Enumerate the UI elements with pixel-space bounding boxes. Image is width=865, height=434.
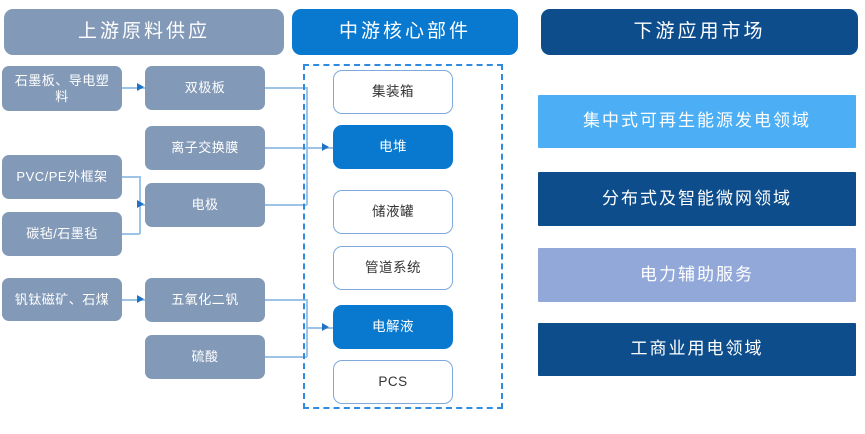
- connector-bipolar-out: [265, 87, 307, 89]
- header-downstream: 下游应用市场: [541, 9, 858, 55]
- arrowhead-bipolar: [137, 83, 144, 91]
- midstream-part-2[interactable]: 储液罐: [333, 190, 453, 234]
- upstream-component-3[interactable]: 五氧化二钒: [145, 278, 265, 322]
- upstream-component-1[interactable]: 离子交换膜: [145, 126, 265, 170]
- midstream-dashed-container: [303, 64, 503, 409]
- arrowhead-electrode: [137, 200, 144, 208]
- arrowhead-stack: [322, 143, 329, 151]
- midstream-part-1[interactable]: 电堆: [333, 125, 453, 169]
- connector-electrode-out: [265, 204, 307, 206]
- downstream-market-0[interactable]: 集中式可再生能源发电领域: [538, 95, 856, 148]
- connector-membrane-to-stack: [265, 147, 333, 149]
- midstream-part-5[interactable]: PCS: [333, 360, 453, 404]
- connector-bus-to-electrolyte: [306, 327, 333, 329]
- connector-felt-to-junction: [122, 233, 140, 235]
- connector-stack-bus-vertical: [306, 87, 308, 205]
- connector-vanadium-ore-to-v2o5: [122, 299, 145, 301]
- upstream-raw-material-0[interactable]: 石墨板、导电塑料: [2, 66, 122, 111]
- header-upstream: 上游原料供应: [4, 9, 284, 55]
- header-midstream: 中游核心部件: [292, 9, 518, 55]
- connector-pvc-to-junction: [122, 176, 140, 178]
- upstream-raw-material-1[interactable]: PVC/PE外框架: [2, 155, 122, 199]
- arrowhead-electrolyte: [322, 323, 329, 331]
- arrowhead-v2o5: [137, 295, 144, 303]
- midstream-part-3[interactable]: 管道系统: [333, 246, 453, 290]
- connector-v2o5-out: [265, 299, 307, 301]
- upstream-component-2[interactable]: 电极: [145, 183, 265, 227]
- midstream-part-0[interactable]: 集装箱: [333, 70, 453, 114]
- downstream-market-1[interactable]: 分布式及智能微网领域: [538, 172, 856, 226]
- upstream-raw-material-3[interactable]: 钒钛磁矿、石煤: [2, 278, 122, 321]
- connector-sulfuric-out: [265, 356, 307, 358]
- upstream-raw-material-2[interactable]: 碳毡/石墨毡: [2, 212, 122, 256]
- connector-graphite-to-bipolar: [122, 87, 145, 89]
- downstream-market-3[interactable]: 工商业用电领域: [538, 323, 856, 376]
- upstream-component-4[interactable]: 硫酸: [145, 335, 265, 379]
- midstream-part-4[interactable]: 电解液: [333, 305, 453, 349]
- downstream-market-2[interactable]: 电力辅助服务: [538, 248, 856, 302]
- upstream-component-0[interactable]: 双极板: [145, 66, 265, 110]
